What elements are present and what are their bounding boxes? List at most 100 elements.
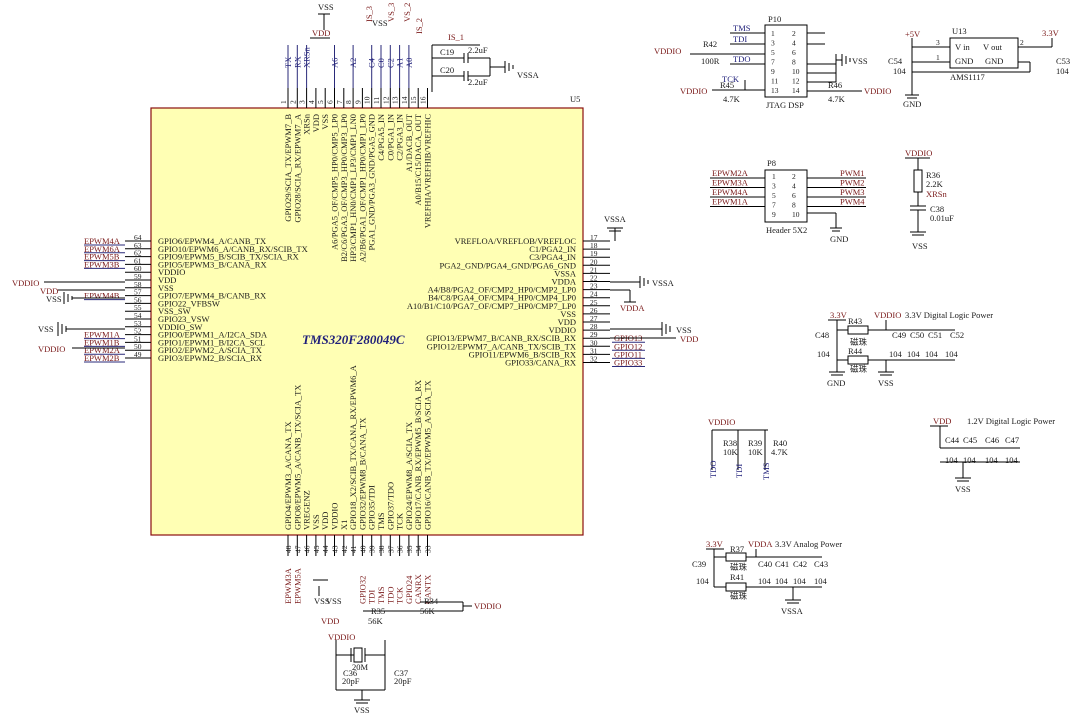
vssa-label-top: VSSA [517, 70, 540, 80]
top-pin-name: A6/PGA5_OF/CMP5_HP0/CMP5_LP0 [330, 114, 340, 250]
top-pin-name: A1/DACB_OUT [404, 113, 414, 172]
c48-value: 104 [817, 349, 831, 359]
jtag-pin-left: 13 [771, 86, 779, 95]
top-pin-number: 10 [363, 96, 372, 104]
bottom-pin-name: GPIO32/EPWM8_B/CANA_TX [357, 418, 367, 530]
bottom-pin-number: 37 [386, 545, 395, 553]
pwm-right-net: PWM2 [840, 178, 865, 188]
vss-label-b2: VSS [354, 705, 370, 715]
left-pin-number: 61 [134, 256, 142, 265]
pwm-left-net: EPWM3A [712, 178, 749, 188]
r36-ref: R36 [926, 170, 940, 180]
c43-ref: C43 [814, 559, 828, 569]
pwm-header-pins: 13579246810EPWM2AEPWM3AEPWM4AEPWM1APWM1P… [710, 168, 866, 219]
vs2-label: VS_2 [402, 3, 412, 22]
bottom-pin-net: TCK [395, 586, 405, 604]
left-pin-number: 63 [134, 241, 142, 250]
r45-ref: R45 [720, 80, 734, 90]
right-pin-number: 26 [590, 306, 598, 315]
top-pin-number: 8 [344, 100, 353, 104]
right-pin-name: GPIO33/CANA_RX [505, 358, 576, 368]
top-pin-number: 2 [288, 100, 297, 104]
jtag-vss: VSS [852, 56, 868, 66]
c39-value: 104 [696, 576, 710, 586]
bottom-pin-number: 47 [293, 545, 302, 553]
right-pin-name: C1/PGA2_IN [529, 244, 576, 254]
c46-value: 104 [985, 455, 999, 465]
right-pin-net: GPIO12 [614, 341, 642, 351]
r39-ref: R39 [748, 438, 762, 448]
bottom-pin-name: GPIO8/EPWM5_A/CANB_TX/SCIA_TX [292, 385, 302, 530]
c41-value: 104 [775, 576, 789, 586]
c20-ref: C20 [440, 65, 454, 75]
jtag-pin-right: 6 [792, 48, 796, 57]
power-1v2-digital: 1.2V Digital Logic Power VDD C44 C45 C46… [930, 416, 1055, 494]
dig12-vdd: VDD [933, 416, 951, 426]
pwm-pin-right: 4 [792, 182, 796, 191]
bottom-pin-name: GPIO37/TDO [385, 482, 395, 530]
jtag-pin-left: 9 [771, 67, 775, 76]
right-pin-name: GPIO11/EPWM6_B/SCIB_RX [469, 349, 576, 359]
vss-label-1: VSS [318, 2, 334, 12]
right-pin-number: 24 [590, 290, 598, 299]
left-pin-name: VSS_SW [158, 306, 191, 316]
top-pin-number: 4 [307, 100, 316, 104]
is1-label: IS_1 [448, 32, 464, 42]
left-pin-number: 58 [134, 280, 142, 289]
top-pin-number: 13 [391, 96, 400, 104]
bottom-pin-name: VDDIO [330, 503, 340, 530]
c44-ref: C44 [945, 435, 960, 445]
regulator-u13: U13 AMS1117 V in V out GND GND 3 2 1 +5V… [888, 26, 1070, 109]
vdda-label-r: VDDA [620, 303, 645, 313]
bottom-pin-number: 45 [312, 545, 321, 553]
c36-value: 20pF [342, 676, 360, 686]
top-pin-number: 5 [316, 100, 325, 104]
top-pin-name: XRSn [302, 113, 312, 135]
left-pin-name: GPIO2/EPWM2_A/SCIA_TX [158, 345, 262, 355]
left-pin-name: GPIO22_VFBSW [158, 298, 220, 308]
jtag-title: JTAG DSP [766, 100, 804, 110]
pwm-pin-left: 1 [772, 172, 776, 181]
top-pin-name: PGA1_GND/PGA3_GND/PGA5_GND [367, 114, 377, 250]
right-pin-number: 32 [590, 355, 598, 364]
pwm-pin-left: 7 [772, 201, 776, 210]
bottom-pin-number: 43 [331, 545, 340, 553]
top-pin-name: VREFHIA/VREFHIB/VREFHIC [423, 114, 433, 229]
pwm-header-body [764, 169, 808, 223]
left-pin-number: 59 [134, 272, 142, 281]
dig33-vddio: VDDIO [874, 310, 901, 320]
dig12-title: 1.2V Digital Logic Power [967, 416, 1055, 426]
right-pin-number: 20 [590, 257, 598, 266]
r46-value: 4.7K [828, 94, 846, 104]
pwm-pin-right: 6 [792, 191, 796, 200]
bottom-pin-name: GPIO17/CANB_RX/EPWM5_B/SCIA_RX [413, 380, 423, 530]
r46-ref: R46 [828, 80, 842, 90]
bottom-pins: 48GPIO4/EPWM3_A/CANA_TXEPWM3A47GPIO8/EPW… [283, 364, 433, 604]
right-pin-number: 30 [590, 338, 598, 347]
right-pin-number: 29 [590, 330, 598, 339]
jtag-pin-right: 8 [792, 58, 796, 67]
jtag-body [764, 24, 808, 98]
right-pin-name: VDD [558, 317, 576, 327]
dig33-gnd: GND [827, 378, 845, 388]
left-pin-number: 53 [134, 319, 142, 328]
jtag-vddio-b: VDDIO [680, 86, 707, 96]
vss-label-l2: VSS [38, 324, 54, 334]
pullup-tms: TMS [761, 462, 771, 480]
left-pin-number: 56 [134, 295, 142, 304]
chip-body [150, 107, 584, 536]
jtag-tdo: TDO [733, 54, 750, 64]
c50-ref: C50 [910, 330, 924, 340]
left-pin-number: 55 [134, 303, 142, 312]
right-pin-name: B4/C8/PGA4_OF/CMP4_HP0/CMP4_LP0 [428, 293, 576, 303]
c45-value: 104 [963, 455, 977, 465]
bottom-pin-net: GPIO24 [404, 575, 414, 604]
top-pin-number: 16 [419, 96, 428, 104]
c19-ref: C19 [440, 47, 454, 57]
bottom-pin-name: GPIO4/EPWM3_A/CANA_TX [283, 421, 293, 530]
bottom-pin-number: 38 [377, 545, 386, 553]
jtag-pin-right: 10 [792, 67, 800, 76]
bottom-pin-number: 48 [284, 545, 293, 553]
right-pin-number: 22 [590, 274, 598, 283]
